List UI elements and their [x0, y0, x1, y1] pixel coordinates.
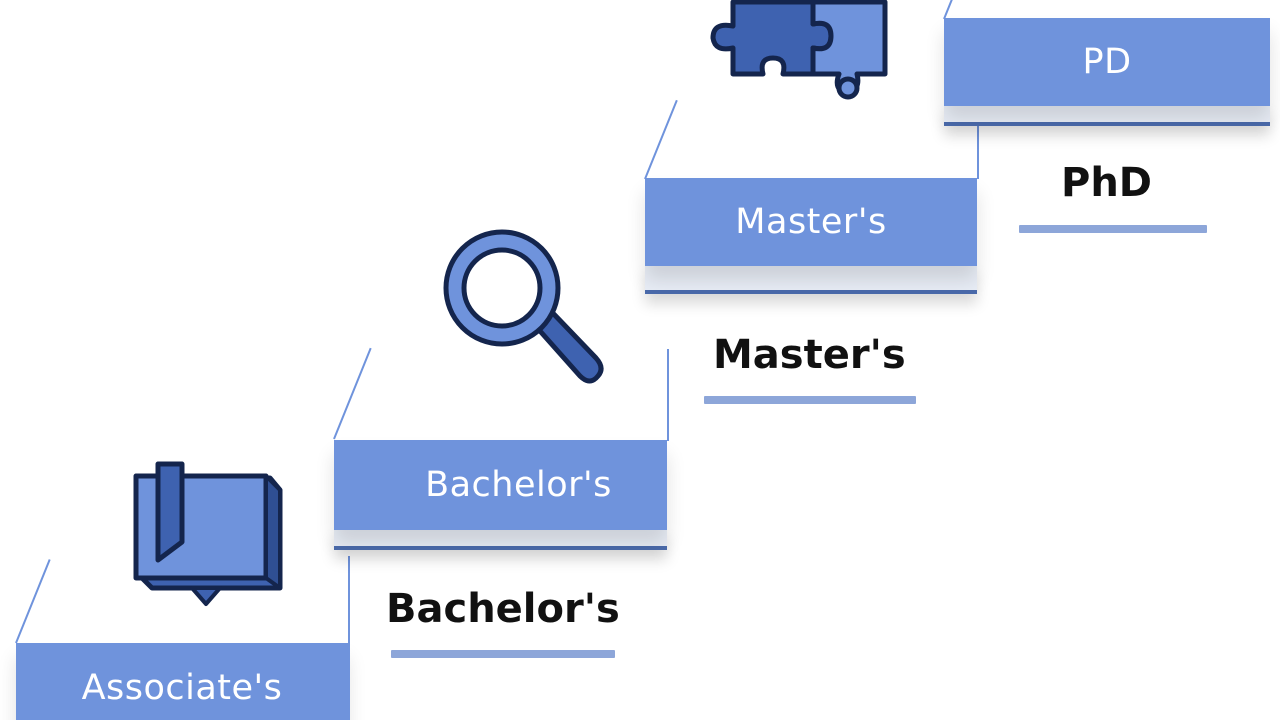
band-label-bachelors: Bachelor's — [425, 465, 612, 505]
riser-associates — [348, 556, 350, 720]
band-label-masters: Master's — [735, 202, 887, 242]
puzzle-icon — [710, 0, 888, 100]
band-lip-masters — [645, 264, 977, 294]
caption-masters: Master's — [713, 332, 906, 378]
band-lip-bachelors — [334, 528, 667, 550]
step-edge-masters — [644, 99, 678, 180]
step-edge-phd — [943, 0, 954, 20]
book-icon — [133, 461, 283, 606]
band-associates: Associate's — [16, 643, 348, 720]
band-label-phd: PD — [1082, 42, 1132, 82]
underline-phd — [1019, 225, 1207, 233]
riser-masters — [977, 123, 979, 179]
caption-bachelors: Bachelor's — [386, 586, 620, 632]
step-edge-associates — [15, 559, 51, 644]
band-bachelors: Bachelor's — [334, 440, 667, 530]
magnifier-icon — [443, 229, 604, 384]
step-edge-bachelors — [333, 347, 372, 440]
underline-masters — [704, 396, 916, 404]
band-phd: PD — [944, 18, 1270, 106]
band-lip-phd — [944, 104, 1270, 126]
band-label-associates: Associate's — [81, 668, 283, 708]
riser-bachelors — [667, 349, 669, 441]
caption-phd: PhD — [1061, 160, 1152, 206]
band-masters: Master's — [645, 178, 977, 266]
underline-bachelors — [391, 650, 615, 658]
